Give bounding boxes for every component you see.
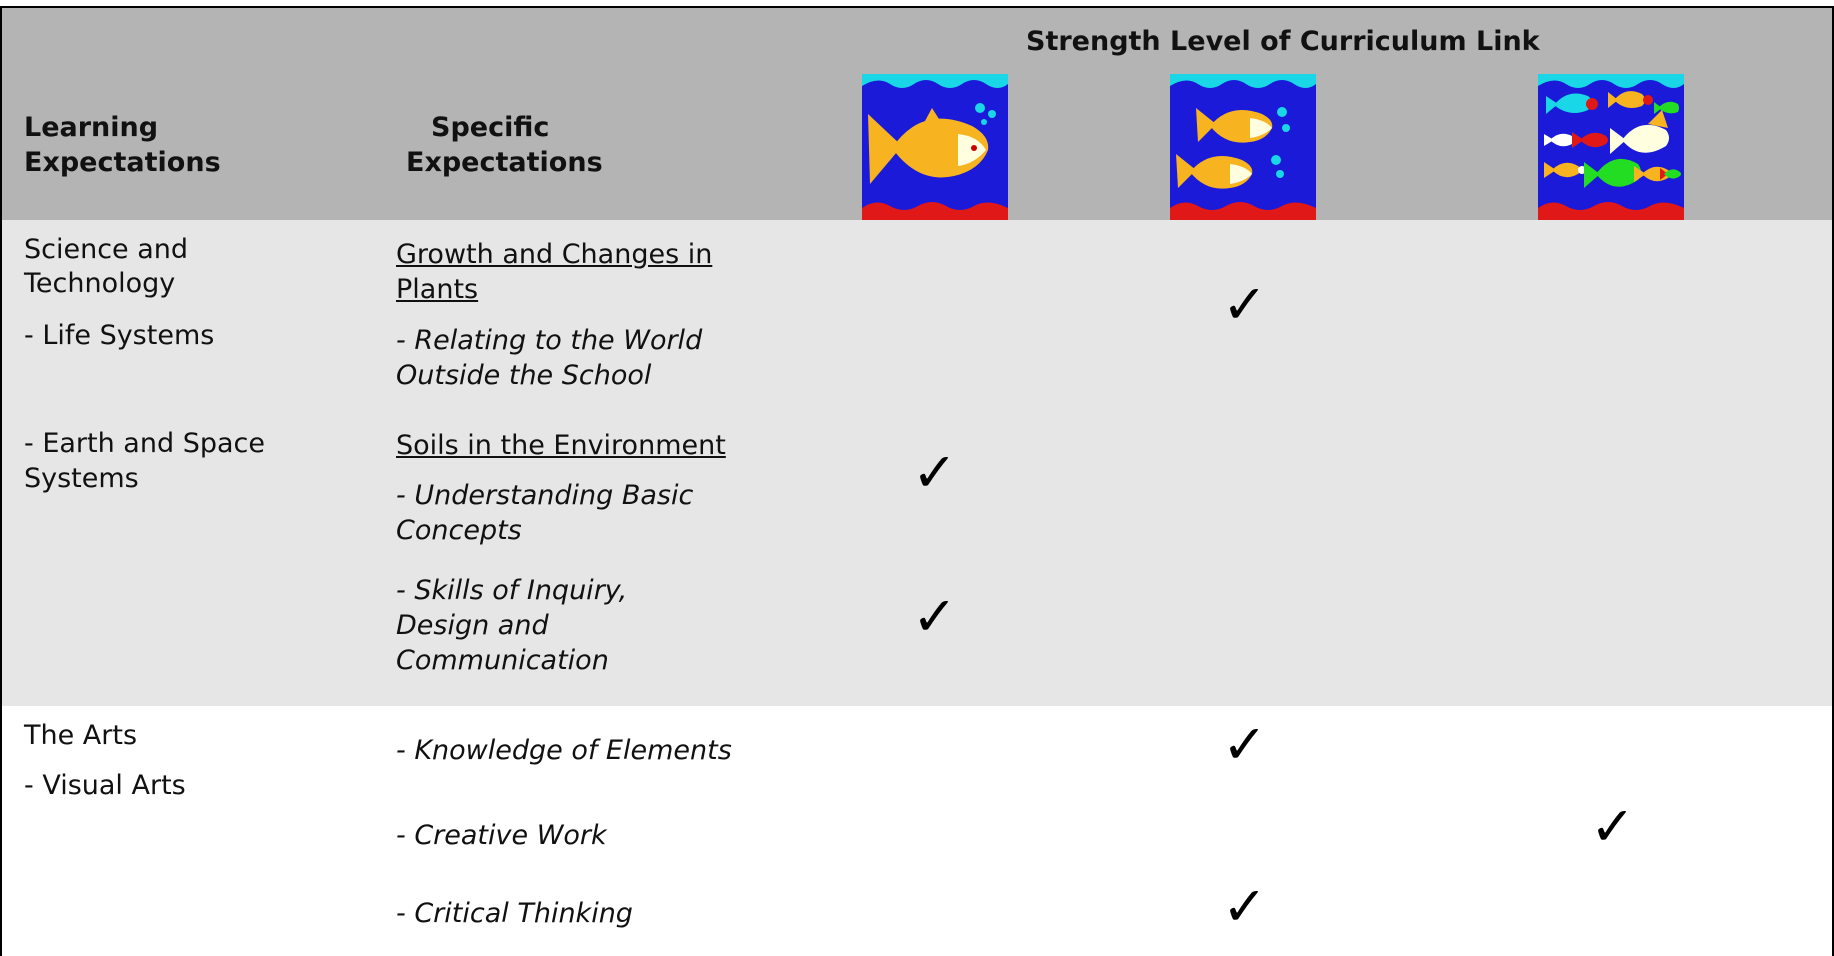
arts-row	[2, 706, 1832, 956]
check-skills-inquiry: ✓	[912, 585, 958, 648]
earth-space-label-line2: Systems	[24, 463, 139, 494]
strength-level-title: Strength Level of Curriculum Link	[1026, 26, 1540, 57]
relating-world-line2: Outside the School	[396, 360, 652, 391]
critical-thinking: - Critical Thinking	[396, 898, 633, 929]
skills-inquiry-line2: Design and	[396, 610, 549, 641]
check-knowledge-elements: ✓	[1222, 713, 1268, 776]
life-systems-label: - Life Systems	[24, 320, 215, 351]
science-learning-line2: Technology	[24, 268, 176, 299]
skills-inquiry-line1: - Skills of Inquiry,	[396, 575, 628, 606]
topic-growth-plants-line2: Plants	[396, 274, 479, 305]
specific-expectations-heading-line2: Expectations	[406, 147, 603, 178]
learning-expectations-heading-line2: Expectations	[24, 147, 221, 178]
two-fish-icon	[1170, 74, 1316, 220]
check-growth-plants: ✓	[1222, 273, 1268, 336]
understanding-concepts-line2: Concepts	[396, 515, 522, 546]
topic-soils: Soils in the Environment	[396, 430, 726, 461]
relating-world-line1: - Relating to the World	[396, 325, 703, 356]
science-row	[2, 220, 1832, 706]
school-of-fish-icon	[1538, 74, 1684, 220]
earth-space-label-line1: - Earth and Space	[24, 428, 265, 459]
specific-expectations-heading-line1: Specific	[431, 112, 550, 143]
arts-learning-line1: The Arts	[24, 720, 138, 751]
table-border	[0, 6, 1834, 956]
learning-expectations-heading-line1: Learning	[24, 112, 159, 143]
skills-inquiry-line3: Communication	[396, 645, 609, 676]
check-understanding-concepts: ✓	[912, 441, 958, 504]
creative-work: - Creative Work	[396, 820, 607, 851]
visual-arts-label: - Visual Arts	[24, 770, 186, 801]
topic-growth-plants-line1: Growth and Changes in	[396, 239, 713, 270]
science-learning-line1: Science and	[24, 234, 189, 265]
check-critical-thinking: ✓	[1222, 875, 1268, 938]
check-creative-work: ✓	[1590, 795, 1636, 858]
understanding-concepts-line1: - Understanding Basic	[396, 480, 694, 511]
knowledge-elements: - Knowledge of Elements	[396, 735, 732, 766]
one-fish-icon	[862, 74, 1008, 220]
